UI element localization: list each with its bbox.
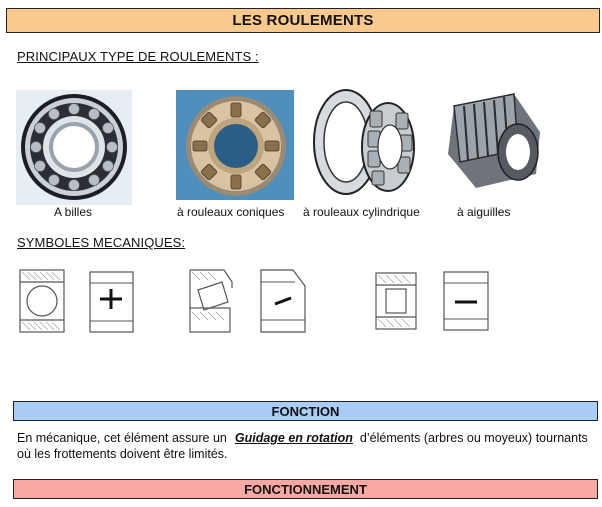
ball-bearing-drawing [19, 269, 65, 333]
fonction-heading: FONCTION [13, 401, 598, 421]
types-heading: PRINCIPAUX TYPE DE ROULEMENTS : [17, 49, 259, 64]
fonction-paragraph: En mécanique, cet élément assure un Guida… [17, 430, 595, 462]
bearing-caption-cylindrical: à rouleaux cylindrique [303, 205, 420, 219]
page-title: LES ROULEMENTS [6, 8, 600, 33]
needle-bearing-image [440, 88, 545, 198]
cylindrical-roller-bearing-image [306, 85, 424, 200]
fonction-text-before: En mécanique, cet élément assure un [17, 431, 227, 445]
fonctionnement-heading: FONCTIONNEMENT [13, 479, 598, 499]
symbols-heading: SYMBOLES MECANIQUES: [17, 235, 186, 250]
tapered-roller-symbol [260, 269, 306, 333]
bearing-caption-needle: à aiguilles [457, 205, 511, 219]
fonction-emphasis: Guidage en rotation [234, 431, 353, 445]
tapered-roller-bearing-image [176, 90, 294, 200]
ball-bearing-image [16, 90, 132, 205]
cylindrical-roller-drawing [375, 272, 417, 330]
cylindrical-roller-symbol [443, 271, 489, 331]
ball-bearing-symbol [89, 271, 134, 333]
bearing-caption-ball: A billes [54, 205, 93, 219]
fonction-text-after: d’éléments (arbres ou moyeux) tournants … [17, 431, 588, 461]
bearing-caption-tapered: à rouleaux coniques [177, 205, 285, 219]
tapered-roller-drawing [189, 269, 233, 333]
